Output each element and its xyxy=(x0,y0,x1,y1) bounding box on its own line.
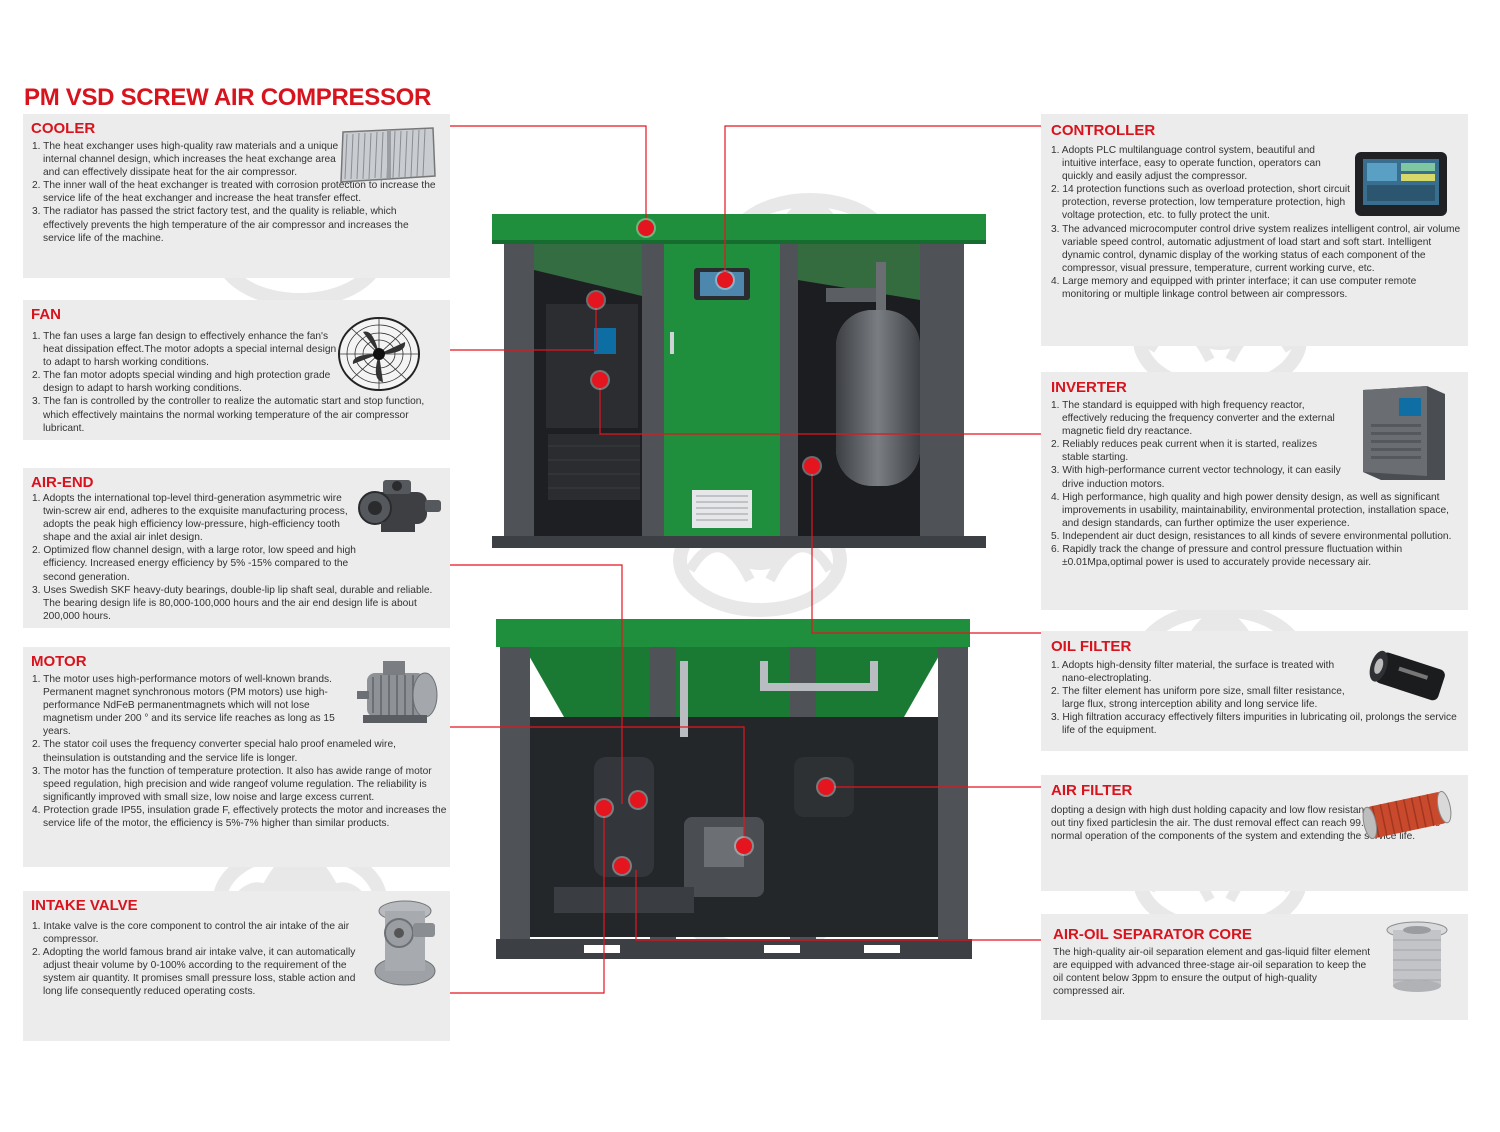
inverter-item: Independent air duct design, resistances… xyxy=(1062,530,1452,542)
air-filter-title: AIR FILTER xyxy=(1051,782,1133,799)
oil-filter-image xyxy=(1369,650,1445,701)
fan-item: The fan motor adopts special winding and… xyxy=(43,370,331,395)
separator-panel: AIR-OIL SEPARATOR CORE The high-quality … xyxy=(1041,914,1468,1020)
controller-item: Adopts PLC multilanguage control system,… xyxy=(1061,145,1321,183)
air-end-panel: AIR-END Adopts the international top-lev… xyxy=(23,468,450,628)
intake-valve-title: INTAKE VALVE xyxy=(31,897,138,914)
intake-valve-item: Adopting the world famous brand air inta… xyxy=(42,947,356,998)
cooler-item: The heat exchanger uses high-quality raw… xyxy=(43,141,339,179)
inverter-item: High performance, high quality and high … xyxy=(1062,491,1449,529)
cooler-panel: COOLER The heat exchanger uses high-qual… xyxy=(23,114,450,278)
controller-screen-image xyxy=(1355,152,1447,216)
controller-item: The advanced microcomputer control drive… xyxy=(1062,223,1461,274)
air-end-item: Uses Swedish SKF heavy-duty bearings, do… xyxy=(43,584,433,622)
fan-marker xyxy=(588,292,604,308)
air-end-item: Optimized flow channel design, with a la… xyxy=(43,545,356,583)
controller-list: Adopts PLC multilanguage control system,… xyxy=(1051,144,1465,301)
cooler-item: The radiator has passed the strict facto… xyxy=(43,206,409,244)
inverter-item: Rapidly track the change of pressure and… xyxy=(1062,544,1403,569)
fan-title: FAN xyxy=(31,306,61,323)
intake-valve-panel: INTAKE VALVE Intake valve is the core co… xyxy=(23,891,450,1041)
separator-title: AIR-OIL SEPARATOR CORE xyxy=(1053,926,1252,943)
intake-valve-list: Intake valve is the core component to co… xyxy=(32,920,362,999)
inverter-panel: INVERTER The standard is equipped with h… xyxy=(1041,372,1468,610)
oil-filter-marker xyxy=(804,458,820,474)
fan-list: The fan uses a large fan design to effec… xyxy=(32,330,432,435)
intake-valve-marker xyxy=(596,800,612,816)
inverter-title: INVERTER xyxy=(1051,379,1127,396)
motor-item: The stator coil uses the frequency conve… xyxy=(43,739,396,764)
inverter-item: With high-performance current vector tec… xyxy=(1062,465,1341,490)
inverter-image xyxy=(1363,386,1445,480)
air-end-item: Adopts the international top-level third… xyxy=(42,493,348,544)
controller-item: Large memory and equipped with printer i… xyxy=(1062,275,1417,301)
oil-filter-panel: OIL FILTER Adopts high-density filter ma… xyxy=(1041,631,1468,751)
motor-panel: MOTOR The motor uses high-performance mo… xyxy=(23,647,450,867)
motor-item: Protection grade IP55, insulation grade … xyxy=(43,804,447,830)
air-end-title: AIR-END xyxy=(31,474,94,491)
motor-item: The motor has the function of temperatur… xyxy=(43,765,432,803)
compressor-front-image xyxy=(492,214,986,548)
inverter-list: The standard is equipped with high frequ… xyxy=(1051,399,1465,569)
motor-list: The motor uses high-performance motors o… xyxy=(32,673,447,830)
oil-filter-item: Adopts high-density filter material, the… xyxy=(1061,660,1335,685)
air-end-list: Adopts the international top-level third… xyxy=(32,492,447,623)
fan-item: The fan is controlled by the controller … xyxy=(43,396,425,434)
motor-item: The motor uses high-performance motors o… xyxy=(43,674,335,738)
fan-image xyxy=(338,317,420,391)
fan-panel: FAN The fan uses a large fan design to e… xyxy=(23,300,450,440)
motor-image xyxy=(357,661,438,723)
controller-title: CONTROLLER xyxy=(1051,122,1156,139)
controller-marker xyxy=(717,272,733,288)
intake-valve-item: Intake valve is the core component to co… xyxy=(43,921,350,946)
inverter-item: The standard is equipped with high frequ… xyxy=(1062,400,1335,438)
cooler-marker xyxy=(638,220,654,236)
oil-filter-item: The filter element has uniform pore size… xyxy=(1062,686,1345,711)
page-title: PM VSD SCREW AIR COMPRESSOR xyxy=(24,84,432,111)
controller-panel: CONTROLLER Adopts PLC multilanguage cont… xyxy=(1041,114,1468,346)
cooler-list: The heat exchanger uses high-quality raw… xyxy=(32,140,442,245)
motor-marker xyxy=(736,838,752,854)
motor-title: MOTOR xyxy=(31,653,87,670)
air-end-marker xyxy=(630,792,646,808)
separator-text: The high-quality air-oil separation elem… xyxy=(1053,947,1371,998)
compressor-rear-image xyxy=(496,619,972,959)
controller-item: 14 protection functions such as overload… xyxy=(1062,184,1351,222)
cooler-item: The inner wall of the heat exchanger is … xyxy=(43,180,436,205)
oil-filter-item: High filtration accuracy effectively fil… xyxy=(1062,712,1457,737)
inverter-marker xyxy=(592,372,608,388)
oil-filter-list: Adopts high-density filter material, the… xyxy=(1051,659,1465,738)
separator-marker xyxy=(614,858,630,874)
fan-item: The fan uses a large fan design to effec… xyxy=(43,331,337,369)
air-filter-image xyxy=(1362,790,1452,840)
radiator-image xyxy=(340,127,436,183)
air-end-image xyxy=(358,480,441,532)
valve-image xyxy=(374,900,436,986)
cooler-title: COOLER xyxy=(31,120,96,137)
air-filter-text: dopting a design with high dust holding … xyxy=(1051,805,1448,843)
air-filter-panel: AIR FILTER dopting a design with high du… xyxy=(1041,775,1468,891)
oil-filter-title: OIL FILTER xyxy=(1051,638,1132,655)
air-filter-marker xyxy=(818,779,834,795)
separator-core-image xyxy=(1386,921,1448,992)
inverter-item: Reliably reduces peak current when it is… xyxy=(1062,439,1318,464)
